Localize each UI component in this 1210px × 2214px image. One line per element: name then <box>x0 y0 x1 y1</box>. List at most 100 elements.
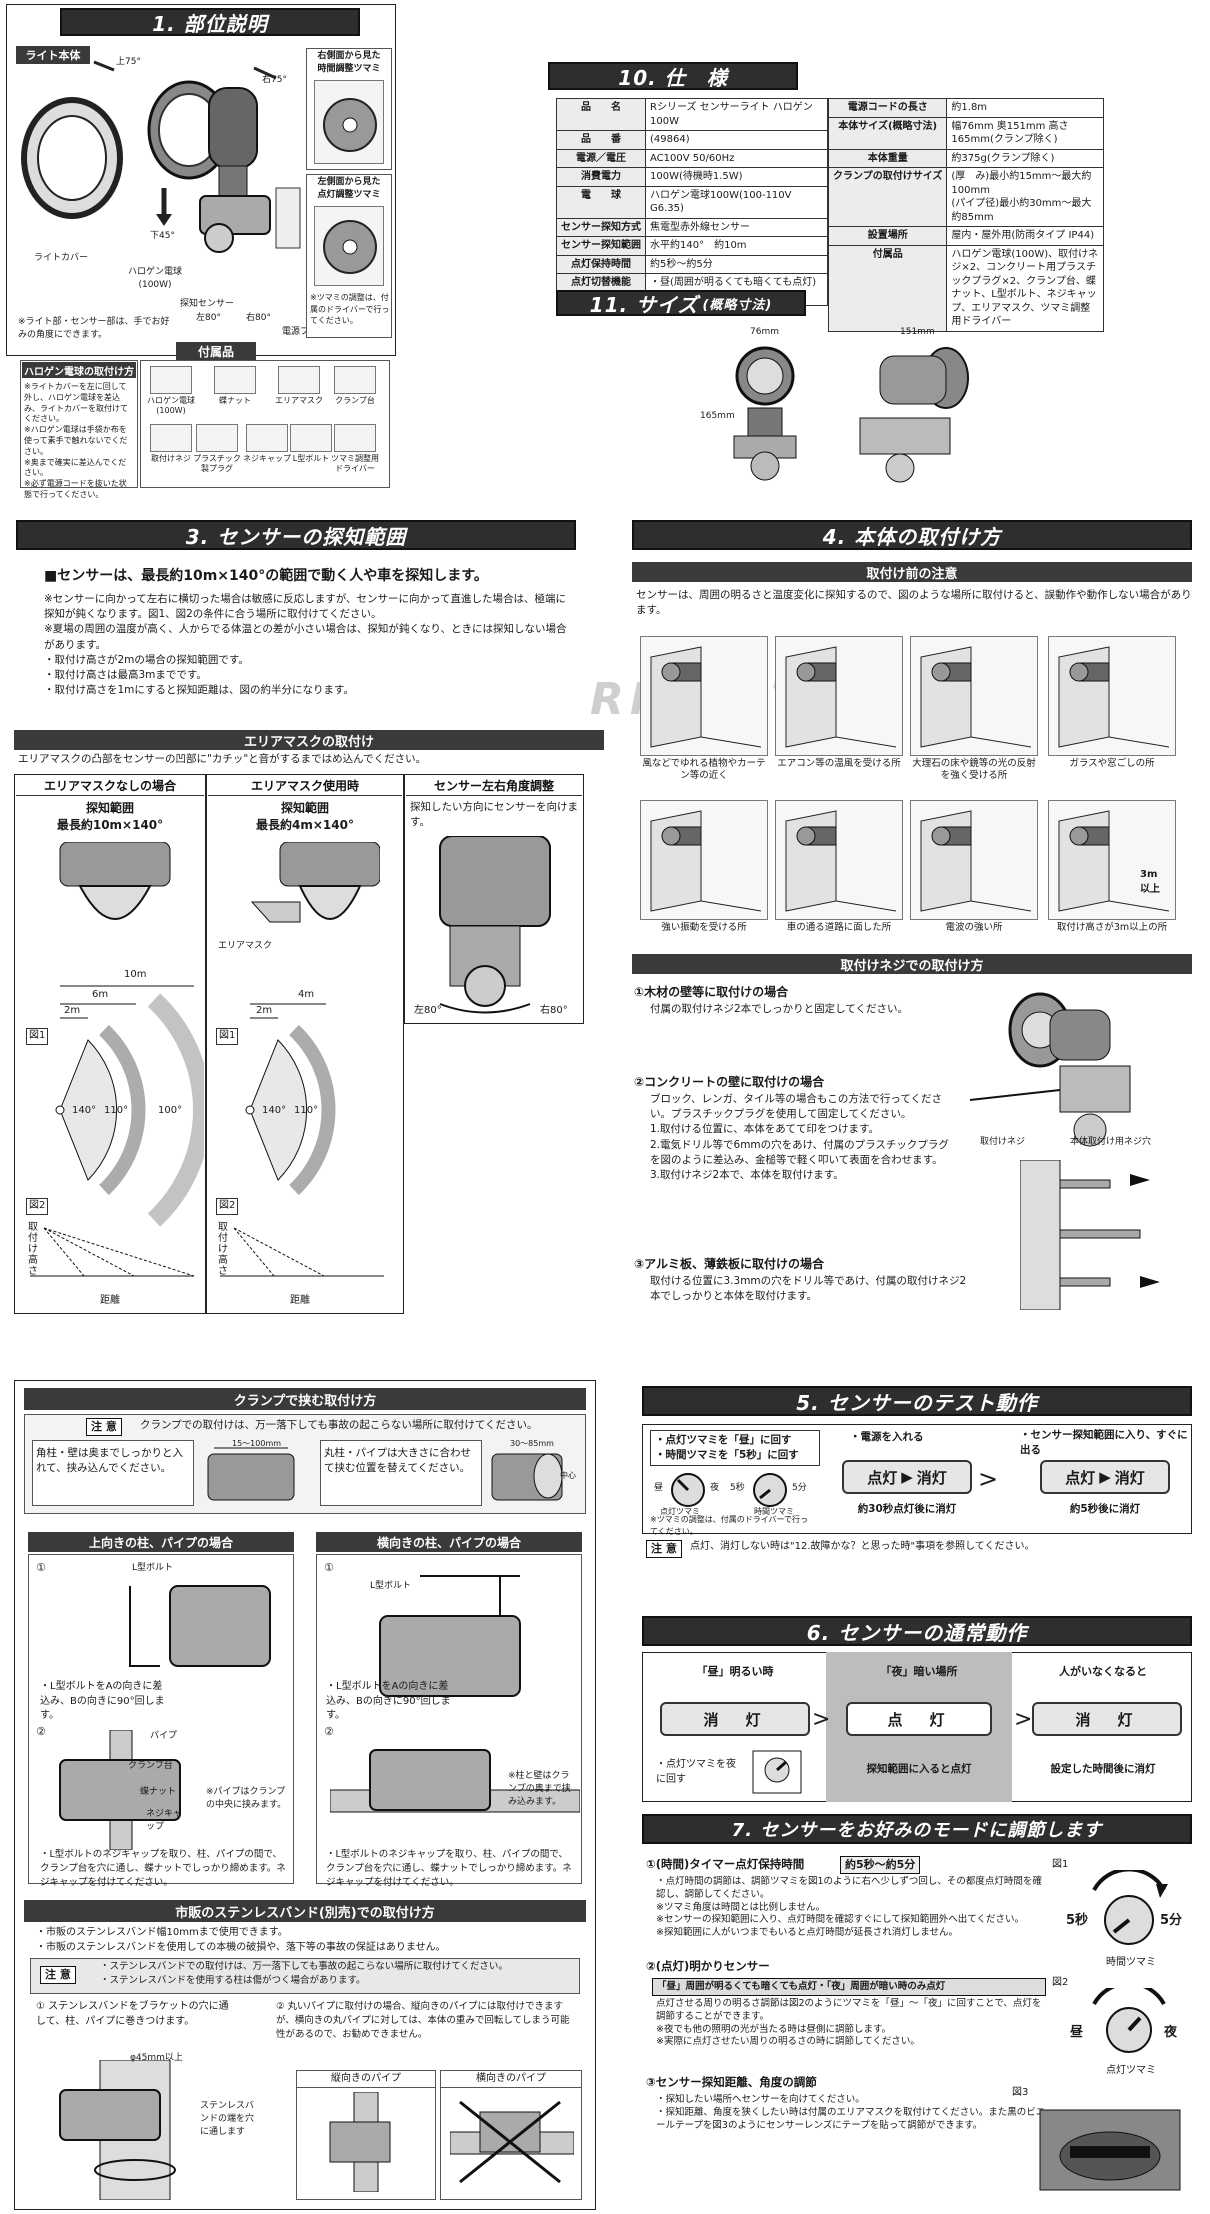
section-normal-title: 6. センサーの通常動作 <box>642 1616 1192 1646</box>
accessory-icon-7 <box>246 424 288 452</box>
place-caption-8: 取付け高さが3m以上の所 <box>1056 922 1168 933</box>
angle-right: 右80° <box>540 1005 568 1016</box>
test-note: 点灯、消灯しない時は"12.故障かな？と思った時"事項を参照してください。 <box>690 1541 1035 1552</box>
spec-key: 品 名 <box>556 98 646 131</box>
spec-key: 品 番 <box>556 130 646 150</box>
spec-value: Rシリーズ センサーライト ハロゲン100W <box>645 98 828 131</box>
mode-t1-range: 約5秒〜約5分 <box>840 1856 921 1874</box>
side-step1: ・L型ボルトをAの向きに差込み、Bの向きに90°回します。 <box>326 1681 451 1721</box>
test-step3: ・センサー探知範囲に入り、すぐに出る <box>1020 1429 1188 1457</box>
light-body-tag: ライト本体 <box>16 46 90 64</box>
side-step2: ・L型ボルトのネジキャップを取り、柱、パイプの間で、クランプ台を穴に通し、蝶ナッ… <box>326 1849 572 1888</box>
nomask-fig1: 図1 <box>26 1028 49 1045</box>
side-left-illustration <box>314 206 384 286</box>
test-note-label: 注 意 <box>646 1540 682 1558</box>
size-h: 165mm <box>700 411 735 421</box>
band-text: ・市販のステンレスバンド幅10mmまで使用できます。 ・市販のステンレスバンドを… <box>36 1927 446 1953</box>
light-body-illustration <box>21 60 301 253</box>
mode-t2: ②(点灯)明かりセンサー <box>646 1959 770 1973</box>
angle-illustration <box>439 836 551 1014</box>
band-h-label: 横向きのパイプ <box>440 2072 582 2088</box>
spec-key: 本体重量 <box>827 148 948 168</box>
spec-row: センサー探知範囲水平約140° 約10m <box>556 236 828 256</box>
section-spec-title: 10. 仕 様 <box>548 62 798 90</box>
seq3-on: 点灯 <box>1065 1468 1096 1487</box>
spec-value: 水平約140° 約10m <box>645 236 828 256</box>
nomask-dist: 距離 <box>100 1295 120 1306</box>
w3-text: 取付ける位置に3.3mmの穴をドリル等であけ、付属の取付けネジ2本でしっかりと本… <box>650 1275 967 1303</box>
side-circle1: ① <box>324 1561 334 1574</box>
place-caption-1: 風などでゆれる植物やカーテン等の近く <box>642 758 766 782</box>
place-caption-7: 電波の強い所 <box>945 922 1003 933</box>
range-diagram-mask <box>220 1003 384 1277</box>
band-caution: ・ステンレスバンドでの取付けは、万一落下しても事故の起こらない場所に取付けてくだ… <box>100 1961 508 1986</box>
test-step2: ・電源を入れる <box>850 1431 924 1443</box>
label-sensor: 探知センサー <box>180 299 235 309</box>
up-pipe-step2 <box>59 1730 181 1850</box>
range-diagram-nomask <box>30 985 204 1277</box>
clamp-c2-center: 中心 <box>560 1471 576 1480</box>
up-pipe-label: パイプ <box>150 1731 178 1741</box>
k-day: 昼 <box>654 1483 664 1493</box>
mode-fig1-c: 時間ツマミ <box>1106 1957 1156 1968</box>
spec-row: 電 球ハロゲン電球100W(100-110V G6.35) <box>556 185 828 219</box>
size-w: 76mm <box>750 327 779 337</box>
place-caption-6: 車の通る道路に面した所 <box>786 922 892 933</box>
mask-140: 140° <box>262 1105 287 1116</box>
spec-row: クランプの取付けサイズ(厚 み)最小約15mm〜最大約100mm (パイプ径)最… <box>827 167 1104 227</box>
mask-install-text: エリアマスクの凸部をセンサーの凹部に"カチッ"と音がするまではめ込んでください。 <box>18 753 427 765</box>
mode-fig2-c: 点灯ツマミ <box>1106 2065 1156 2076</box>
spec-key: センサー探知方式 <box>556 217 646 237</box>
side-pipe-box <box>316 1554 582 1884</box>
side-circle2: ② <box>324 1725 334 1738</box>
section-install-title: 4. 本体の取付け方 <box>632 520 1192 550</box>
side-right-illustration <box>314 80 384 164</box>
seq3-arrow: ▶ <box>1099 1468 1111 1486</box>
seq2-on: 点灯 <box>867 1468 898 1487</box>
clamp-caution: クランプでの取付けは、万一落下しても事故の起こらない場所に取付けてください。 <box>140 1419 538 1431</box>
range-lead: ■センサーは、最長約10m×140°の範囲で動く人や車を探知します。 <box>44 568 488 584</box>
spec-key: 電源コードの長さ <box>827 98 948 118</box>
mode-t1: ①(時間)タイマー点灯保持時間 <box>646 1857 805 1871</box>
mode-t1-text: ・点灯時間の調節は、調節ツマミを図1のように右へ少しずつ回し、その都度点灯時間を… <box>656 1876 1042 1939</box>
place-illustration-8 <box>1048 800 1176 920</box>
mode-t2-band: 「昼」周囲が明るくても暗くても点灯・「夜」周囲が暗い時のみ点灯 <box>652 1978 1046 1996</box>
col-mask-sub: 探知範囲 最長約4m×140° <box>256 801 354 833</box>
band-end-label: ステンレスバンドの端を穴に通します <box>200 2101 255 2138</box>
mask-fig2: 図2 <box>216 1198 239 1215</box>
spec-key: クランプの取付けサイズ <box>827 167 948 227</box>
spec-key: 付属品 <box>827 244 948 332</box>
place-caption-3: 大理石の床や鏡等の光の反射を強く受ける所 <box>912 758 1036 782</box>
spec-key: 消費電力 <box>556 167 646 187</box>
col-nomask-sub: 探知範囲 最長約10m×140° <box>56 801 164 833</box>
pre-install-title: 取付け前の注意 <box>632 562 1192 582</box>
normal-night: 「夜」暗い場所 <box>880 1665 958 1678</box>
k-on-label: 点灯ツマミ <box>660 1507 700 1516</box>
angle-left: 左80° <box>414 1005 442 1016</box>
band-step1-illustration <box>59 2060 176 2200</box>
clamp-c1-dim: 15〜100mm <box>232 1439 282 1448</box>
seq3-off: 消灯 <box>1114 1468 1145 1487</box>
k-night: 夜 <box>710 1483 720 1493</box>
test-knob-on <box>671 1473 705 1507</box>
accessory-label-9: ツマミ調整用ドライバー <box>331 454 379 474</box>
spec-value: 屋内・屋外用(防雨タイプ IP44) <box>946 226 1104 246</box>
clamp-c2-illustration <box>491 1453 563 1501</box>
mode-fig1-knob <box>1092 1870 1168 1945</box>
normal-arrow1: > <box>812 1707 831 1732</box>
mode-fig2-a: 昼 <box>1070 2025 1084 2040</box>
spec-value: 焦電型赤外線センサー <box>645 217 828 237</box>
w1-title: ①木材の壁等に取付けの場合 <box>634 985 789 999</box>
spec-row: 本体重量約375g(クランプ除く) <box>827 148 1104 168</box>
up-note: ※パイプはクランプの中央に挟みます。 <box>206 1787 287 1811</box>
mask-label: エリアマスク <box>218 941 273 951</box>
col-angle-text: 探知したい方向にセンサーを向けます。 <box>410 801 578 829</box>
accessory-label-1: ハロゲン電球(100W) <box>147 396 195 416</box>
clamp-c2: 丸柱・パイプは大きさに合わせて挟む位置を替えてください。 <box>324 1447 471 1475</box>
normal-day: 「昼」明るい時 <box>696 1665 774 1678</box>
up-step2: ・L型ボルトのネジキャップを取り、柱、パイプの間で、クランプ台を穴に通し、蝶ナッ… <box>40 1849 286 1888</box>
size-front-illustration <box>720 338 810 488</box>
w2-title: ②コンクリートの壁に取付けの場合 <box>634 1075 825 1089</box>
place-illustration-5 <box>640 800 768 920</box>
